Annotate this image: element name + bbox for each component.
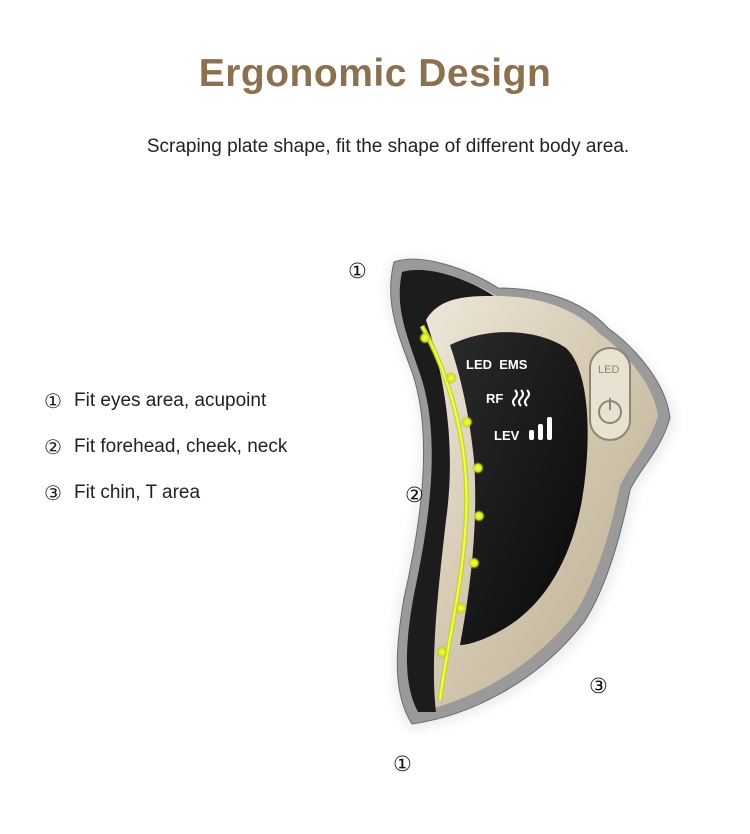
- feature-number: ①: [44, 390, 62, 413]
- page-title: Ergonomic Design: [198, 52, 552, 95]
- led-dot: [455, 602, 467, 614]
- marker-middle: ②: [405, 483, 424, 507]
- led-dot: [436, 646, 448, 658]
- device-screen: [450, 332, 588, 645]
- feature-list: ① Fit eyes area, acupoint ② Fit forehead…: [44, 378, 287, 516]
- screen-rf-label: RF: [486, 391, 503, 406]
- rf-wave-icon: [512, 389, 530, 407]
- feature-item: ③ Fit chin, T area: [44, 470, 287, 516]
- feature-label: Fit forehead, cheek, neck: [74, 436, 288, 457]
- power-button[interactable]: LED: [589, 347, 631, 441]
- led-dot: [473, 510, 485, 522]
- feature-label: Fit chin, T area: [74, 482, 201, 503]
- led-dot: [468, 557, 480, 569]
- feature-number: ③: [44, 482, 62, 505]
- led-dot: [472, 462, 484, 474]
- feature-label: Fit eyes area, acupoint: [74, 390, 267, 411]
- led-dot: [419, 332, 431, 344]
- marker-right: ③: [589, 674, 608, 698]
- feature-number: ②: [44, 436, 62, 459]
- device-left-edge: [399, 269, 494, 712]
- power-button-label: LED: [598, 364, 619, 376]
- marker-bottom: ①: [393, 752, 412, 776]
- led-dots: [419, 332, 485, 658]
- led-dot: [461, 416, 473, 428]
- screen-level-label: LEV: [494, 428, 520, 443]
- level-bars-icon: [529, 417, 552, 440]
- feature-item: ② Fit forehead, cheek, neck: [44, 424, 287, 470]
- screen-mode-label: LED EMS: [466, 357, 528, 372]
- led-dot: [445, 372, 457, 384]
- marker-top: ①: [348, 259, 367, 283]
- feature-item: ① Fit eyes area, acupoint: [44, 378, 287, 424]
- page-subtitle: Scraping plate shape, fit the shape of d…: [146, 136, 630, 157]
